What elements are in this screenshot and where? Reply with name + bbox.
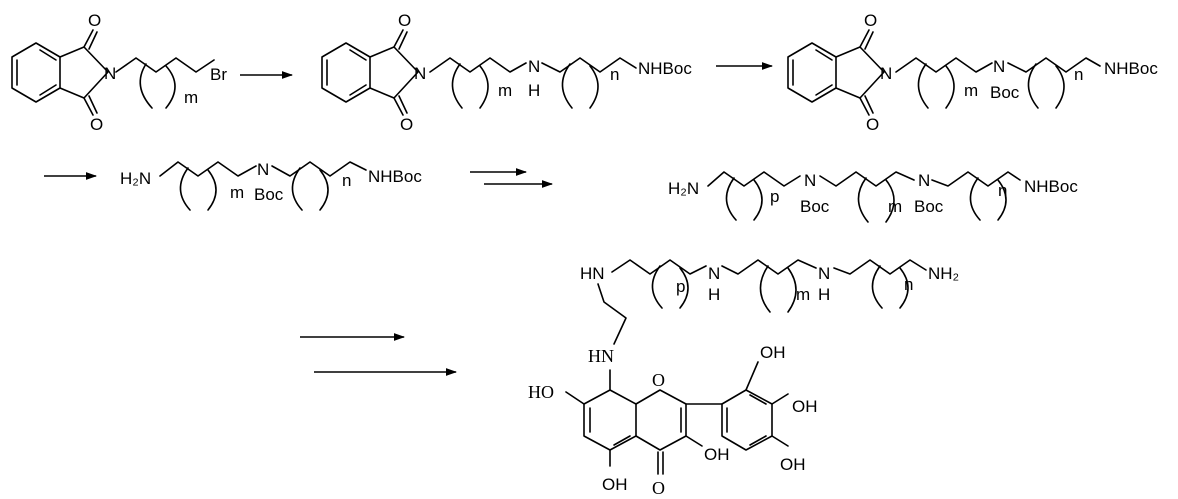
boc-group-1: Boc	[800, 197, 830, 216]
amine-n: N	[528, 57, 540, 76]
carbonyl-o-bottom: O	[90, 115, 103, 134]
index-m: m	[184, 88, 198, 107]
carbonyl-o-top: O	[398, 11, 411, 30]
nhboc-end: NHBoc	[1024, 177, 1078, 196]
nh2-end: NH₂	[928, 264, 959, 283]
imide-n: N	[880, 64, 892, 83]
h2n-end: H₂N	[668, 179, 699, 198]
compound-2-phthalimide-amine: O O N m N H n NHBoc	[321, 11, 692, 134]
nhboc-end: NHBoc	[368, 167, 422, 186]
boc-group-2: Boc	[914, 197, 944, 216]
bromine: Br	[210, 65, 227, 84]
index-m: m	[796, 285, 810, 304]
amine-h: H	[528, 81, 540, 100]
hn-aryl: HN	[588, 346, 614, 366]
amine-h-1: H	[708, 285, 720, 304]
amine-n-2: N	[918, 171, 930, 190]
amine-n: N	[257, 160, 269, 179]
carbonyl-o-top: O	[864, 11, 877, 30]
carbonyl-o-top: O	[88, 11, 101, 30]
boc-group: Boc	[990, 83, 1020, 102]
oh-3prime: OH	[760, 343, 786, 362]
oh-5: OH	[602, 475, 628, 494]
amine-n-2: N	[818, 264, 830, 283]
carbonyl-o-bottom: O	[400, 115, 413, 134]
index-m: m	[888, 197, 902, 216]
h2n-end: H₂N	[120, 169, 151, 188]
carbonyl-o: O	[652, 478, 665, 498]
amine-h-2: H	[818, 285, 830, 304]
imide-n: N	[104, 64, 116, 83]
oh-3: OH	[704, 445, 730, 464]
compound-3-phthalimide-boc: O O N m N Boc n NHBoc	[787, 11, 1158, 134]
index-p: p	[770, 187, 779, 206]
ring-o: O	[652, 370, 665, 390]
index-p: p	[676, 277, 685, 296]
index-n: n	[998, 181, 1007, 200]
compound-5-boc-polyamine: H₂N p N Boc m N Boc n NHBoc	[668, 171, 1078, 223]
compound-1-phthalimide-bromide: O O N m Br	[11, 11, 227, 134]
index-n: n	[342, 171, 351, 190]
imide-n: N	[414, 64, 426, 83]
amine-n-1: N	[804, 171, 816, 190]
oh-4prime: OH	[792, 397, 818, 416]
final-polyamine-flavonoid-conjugate: HN p N H m N H n NH₂ HN O O H	[528, 259, 959, 498]
ho-7: HO	[528, 382, 554, 402]
compound-4-amine: H₂N m N Boc n NHBoc	[120, 160, 422, 211]
nhboc-end: NHBoc	[638, 59, 692, 78]
oh-5prime: OH	[780, 455, 806, 474]
index-m: m	[230, 183, 244, 202]
amine-n-1: N	[708, 264, 720, 283]
hn-linker: HN	[580, 264, 605, 283]
index-n: n	[1074, 65, 1083, 84]
carbonyl-o-bottom: O	[866, 115, 879, 134]
index-n: n	[610, 65, 619, 84]
nhboc-end: NHBoc	[1104, 59, 1158, 78]
boc-group: Boc	[254, 185, 284, 204]
index-n: n	[904, 275, 913, 294]
index-m: m	[964, 81, 978, 100]
amine-n: N	[993, 57, 1005, 76]
index-m: m	[498, 81, 512, 100]
